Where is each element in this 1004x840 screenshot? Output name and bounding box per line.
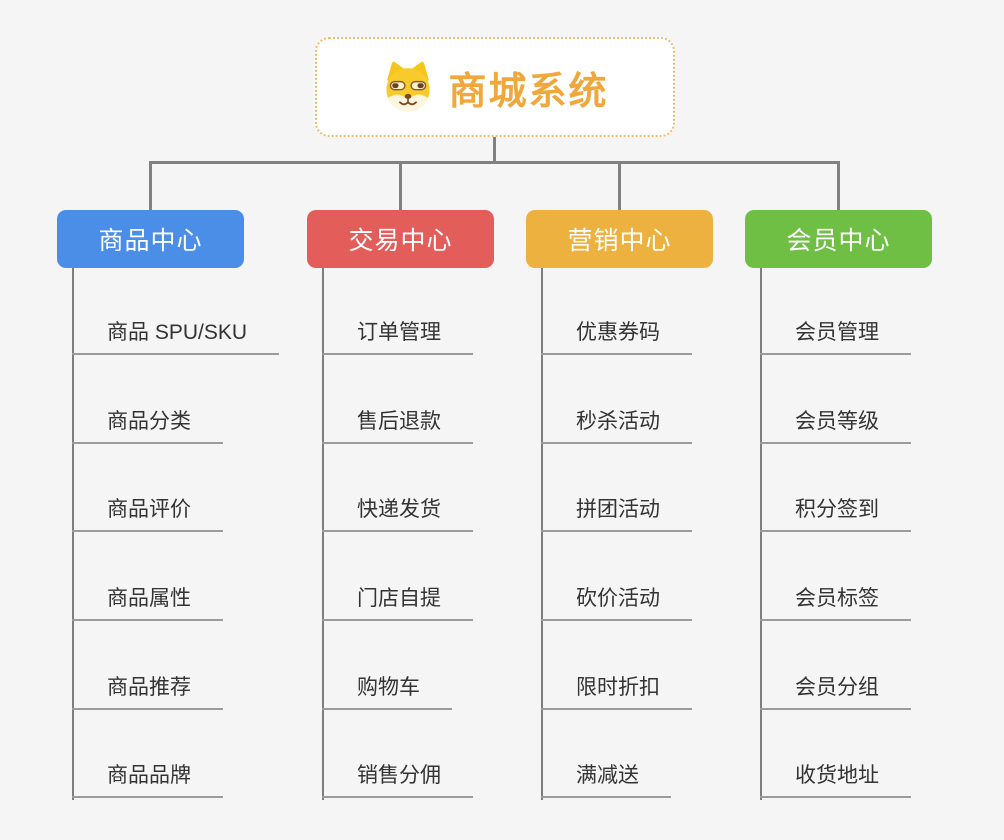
leaf-node-product-review[interactable]: 商品评价	[72, 492, 223, 532]
connector-line	[149, 161, 840, 164]
leaf-node-group-buy[interactable]: 拼团活动	[541, 492, 692, 532]
leaf-node-member-tags[interactable]: 会员标签	[760, 581, 911, 621]
leaf-node-order-management[interactable]: 订单管理	[322, 315, 473, 355]
leaf-node-aftersale-refund[interactable]: 售后退款	[322, 404, 473, 444]
branch-node-product-center[interactable]: 商品中心	[57, 210, 244, 268]
leaf-node-coupon-code[interactable]: 优惠券码	[541, 315, 692, 355]
branch-spine	[322, 268, 324, 800]
connector-line	[399, 161, 402, 210]
branch-label: 营销中心	[567, 227, 672, 255]
leaf-node-product-spu-sku[interactable]: 商品 SPU/SKU	[72, 315, 280, 355]
leaf-node-member-level[interactable]: 会员等级	[760, 404, 911, 444]
leaf-node-store-pickup[interactable]: 门店自提	[322, 581, 473, 621]
branch-label: 交易中心	[348, 227, 453, 255]
leaf-node-spend-save[interactable]: 满减送	[541, 758, 671, 798]
branch-label: 会员中心	[786, 227, 891, 255]
leaf-node-shopping-cart[interactable]: 购物车	[322, 670, 452, 710]
branch-spine	[760, 268, 762, 800]
dog-face-icon	[386, 61, 431, 112]
leaf-node-bargain-activity[interactable]: 砍价活动	[541, 581, 692, 621]
connector-line	[618, 161, 621, 210]
leaf-node-express-shipping[interactable]: 快递发货	[322, 492, 473, 532]
branch-spine	[541, 268, 543, 800]
leaf-node-points-checkin[interactable]: 积分签到	[760, 492, 911, 532]
leaf-node-product-recommend[interactable]: 商品推荐	[72, 670, 223, 710]
leaf-node-sales-commission[interactable]: 销售分佣	[322, 758, 473, 798]
leaf-node-limited-discount[interactable]: 限时折扣	[541, 670, 692, 710]
branch-spine	[72, 268, 74, 800]
leaf-node-member-management[interactable]: 会员管理	[760, 315, 911, 355]
leaf-node-member-groups[interactable]: 会员分组	[760, 670, 911, 710]
branch-node-marketing-center[interactable]: 营销中心	[526, 210, 713, 268]
connector-line	[837, 161, 840, 210]
branch-node-member-center[interactable]: 会员中心	[745, 210, 932, 268]
root-node-mall-system[interactable]: 商城系统	[315, 37, 675, 137]
leaf-node-product-brand[interactable]: 商品品牌	[72, 758, 223, 798]
branch-node-trade-center[interactable]: 交易中心	[307, 210, 494, 268]
leaf-node-product-category[interactable]: 商品分类	[72, 404, 223, 444]
connector-line	[149, 161, 152, 210]
branch-label: 商品中心	[98, 227, 203, 255]
leaf-node-flash-sale[interactable]: 秒杀活动	[541, 404, 692, 444]
root-title: 商城系统	[448, 70, 609, 113]
leaf-node-product-attribute[interactable]: 商品属性	[72, 581, 223, 621]
leaf-node-shipping-address[interactable]: 收货地址	[760, 758, 911, 798]
connector-line	[493, 137, 496, 163]
